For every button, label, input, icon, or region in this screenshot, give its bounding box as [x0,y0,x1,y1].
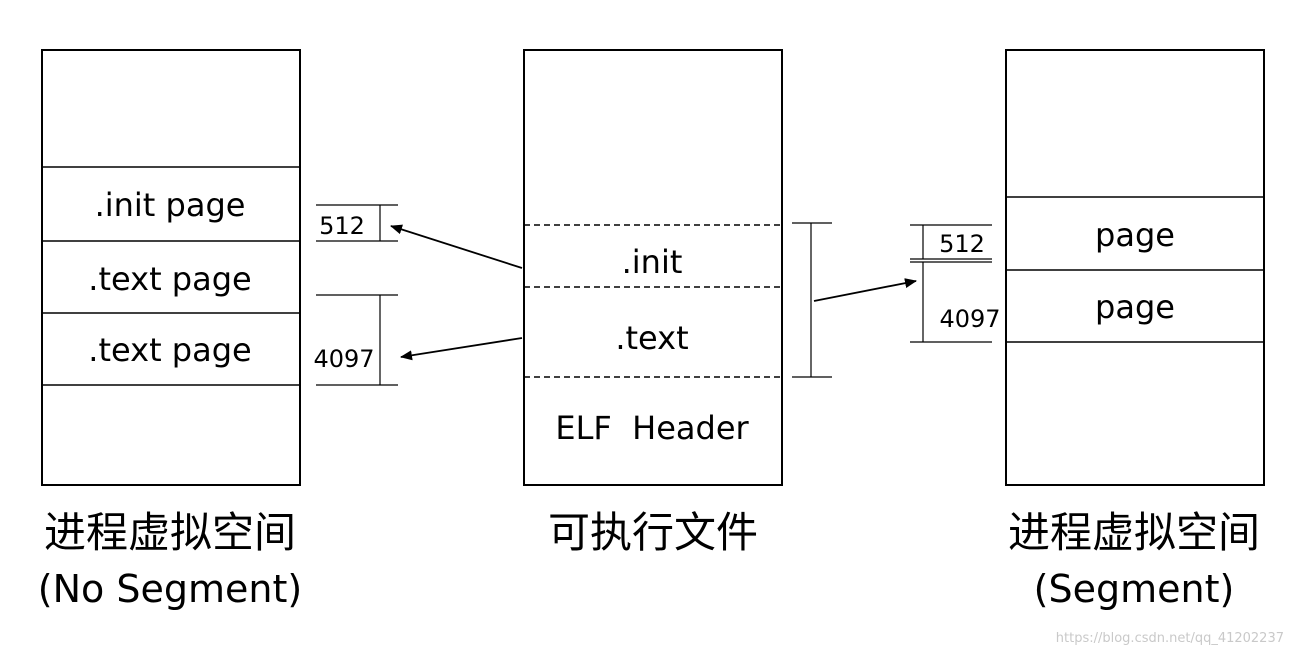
right-caption-line1: 进程虚拟空间 [1007,508,1260,557]
right-page-label-1: page [1095,216,1175,254]
right-page-label-2: page [1095,288,1175,326]
right-caption: 进程虚拟空间 (Segment) [984,508,1284,611]
init-section-label: .init [622,243,683,281]
elf-header-label: ELF Header [555,409,749,447]
arrow-text-to-text-pages [400,337,523,361]
executable-file: .init .text ELF Header [523,49,783,486]
left-caption-line2: (No Segment) [37,567,303,611]
left-process-box [41,49,301,486]
right-process-box [1005,49,1265,486]
exe-segment-bracket [792,222,832,378]
middle-caption: 可执行文件 [503,512,803,554]
right-process-space: page page [1005,49,1265,486]
right-4097-label: 4097 [939,305,1000,333]
text-page-label-1: .text page [88,260,251,298]
left-512-label: 512 [319,212,365,240]
arrow-segment-to-pages [813,278,917,302]
right-size-markers: 512 4097 [910,224,1001,343]
arrow-init-to-init-page [390,224,523,269]
left-caption-line1: 进程虚拟空间 [43,508,296,557]
init-page-label: .init page [95,186,246,224]
executable-box [523,49,783,486]
left-size-markers: 512 4097 [313,204,398,386]
text-page-label-2: .text page [88,331,251,369]
left-4097-label: 4097 [313,345,374,373]
left-caption: 进程虚拟空间 (No Segment) [20,508,320,611]
right-512-label: 512 [939,230,985,258]
watermark: https://blog.csdn.net/qq_41202237 [1055,631,1284,646]
left-process-space: .init page .text page .text page [41,49,301,486]
middle-caption-line1: 可执行文件 [547,508,758,557]
right-caption-line2: (Segment) [1033,567,1235,611]
text-section-label: .text [615,319,688,357]
